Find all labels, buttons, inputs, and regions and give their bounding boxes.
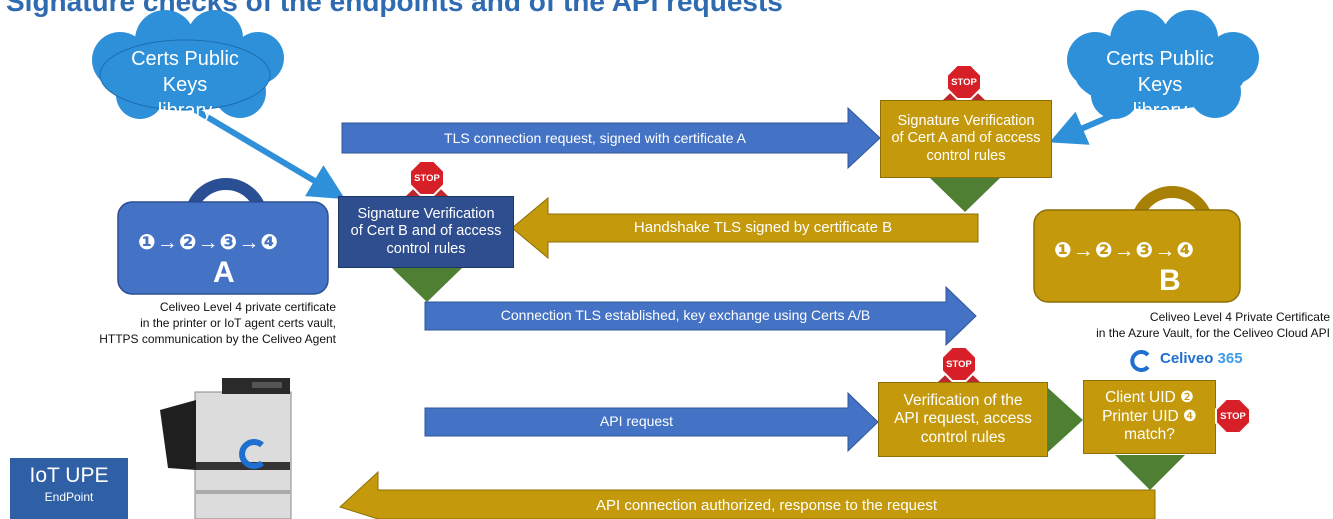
verify-api-line2: API request, access — [894, 410, 1032, 428]
arrow-tls-request — [341, 106, 881, 170]
padlock-a-steps: ❶→❷→❸→❹ — [138, 231, 280, 254]
caption-left-line1: Celiveo Level 4 private certificate — [159, 300, 336, 314]
verify-cert-a-line2: of Cert A and of access — [891, 130, 1041, 147]
cloud-right-label: Certs Public Keys library — [1085, 46, 1235, 124]
connector-line-left — [190, 105, 346, 200]
cloud-left-line2: library — [157, 100, 213, 122]
chevron-down-icon — [930, 178, 1000, 212]
cloud-right-line1: Certs Public Keys — [1106, 48, 1214, 96]
iot-endpoint-title: IoT UPE — [29, 464, 109, 487]
cloud-left-label: Certs Public Keys library — [110, 46, 260, 124]
verify-cert-b-line3: control rules — [386, 240, 466, 257]
verify-api-line1: Verification of the — [903, 391, 1023, 409]
cloud-right-line2: library — [1132, 100, 1188, 122]
chevron-right-icon — [1048, 388, 1083, 452]
stop-sign-icon: STOP — [941, 346, 977, 382]
uid-match-line3: match? — [1124, 426, 1175, 444]
stop-sign-label: STOP — [943, 348, 975, 380]
arrow-authorized — [339, 470, 1156, 519]
arrow-authorized-label: API connection authorized, response to t… — [595, 497, 938, 514]
caption-right-line2: in the Azure Vault, for the Celiveo Clou… — [1096, 326, 1330, 341]
verify-cert-a-line3: control rules — [926, 147, 1006, 164]
uid-match-line2: Printer UID ❹ — [1102, 407, 1197, 425]
stop-sign-icon: STOP — [409, 160, 445, 196]
chevron-down-icon — [1115, 455, 1185, 490]
stop-sign-label: STOP — [948, 66, 980, 98]
padlock-b-letter: B — [1159, 264, 1181, 297]
padlock-b-icon — [1033, 186, 1241, 303]
stop-sign-icon: STOP — [1215, 398, 1251, 434]
iot-endpoint-subtitle: EndPoint — [44, 490, 94, 504]
printer-icon — [160, 378, 292, 519]
caption-left-line3: HTTPS communication by the Celiveo Agent — [99, 332, 336, 347]
caption-right-line1: Celiveo Level 4 Private Certificate — [1149, 310, 1330, 324]
verify-api-line3: control rules — [920, 428, 1006, 446]
cloud-left-line1: Certs Public Keys — [131, 48, 239, 96]
celiveo-brand-name: Celiveo — [1160, 350, 1214, 367]
page-title: Signature checks of the endpoints and of… — [6, 0, 783, 17]
verify-cert-b-box: Signature Verification of Cert B and of … — [338, 196, 514, 268]
arrow-established — [424, 285, 977, 347]
uid-match-line1: Client UID ❷ — [1105, 389, 1194, 407]
stop-sign-label: STOP — [411, 162, 443, 194]
caption-right: Celiveo Level 4 Private Certificate in t… — [1030, 309, 1330, 341]
iot-endpoint-box: IoT UPE EndPoint — [10, 458, 128, 519]
celiveo-logo-icon — [1130, 350, 1150, 372]
padlock-a-icon — [117, 178, 329, 295]
verify-cert-a-line1: Signature Verification — [897, 112, 1035, 129]
stop-sign-icon: STOP — [946, 64, 982, 100]
chevron-down-icon — [392, 268, 462, 302]
verify-cert-b-line2: of Cert B and of access — [350, 223, 502, 240]
verify-cert-b-line1: Signature Verification — [357, 205, 495, 222]
caption-left: Celiveo Level 4 private certificate in t… — [80, 299, 336, 348]
celiveo-brand: Celiveo 365 — [1160, 350, 1243, 367]
arrow-handshake — [511, 196, 979, 260]
arrow-established-label: Connection TLS established, key exchange… — [500, 307, 871, 323]
cloud-left — [92, 10, 284, 119]
verify-cert-a-box: Signature Verification of Cert A and of … — [880, 100, 1052, 178]
arrow-tls-request-label: TLS connection request, signed with cert… — [444, 130, 746, 146]
arrow-api-request-label: API request — [599, 413, 674, 429]
celiveo-brand-suffix: 365 — [1217, 350, 1243, 367]
arrow-api-request — [424, 391, 879, 453]
arrow-handshake-label: Handshake TLS signed by certificate B — [633, 219, 893, 236]
connector-line-right — [1049, 105, 1132, 145]
padlock-a-letter: A — [213, 256, 235, 289]
stop-sign-label: STOP — [1217, 400, 1249, 432]
uid-match-box: Client UID ❷ Printer UID ❹ match? — [1083, 380, 1216, 454]
caption-left-line2: in the printer or IoT agent certs vault, — [140, 316, 336, 331]
padlock-b-steps: ❶→❷→❸→❹ — [1054, 239, 1196, 262]
verify-api-box: Verification of the API request, access … — [878, 382, 1048, 457]
